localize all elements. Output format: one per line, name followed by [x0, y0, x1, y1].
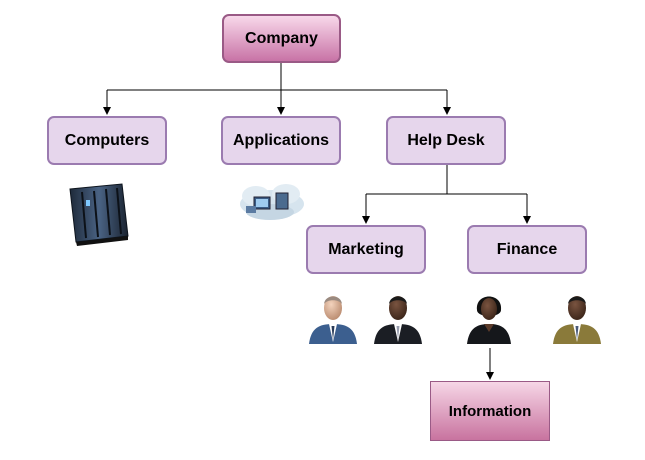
node-applications: Applications [221, 116, 341, 165]
node-computers: Computers [47, 116, 167, 165]
person-icon-marketing-2 [374, 296, 422, 344]
node-finance: Finance [467, 225, 587, 274]
cloud-network-icon [240, 184, 304, 220]
node-help-desk: Help Desk [386, 116, 506, 165]
person-icon-finance-2 [553, 296, 601, 344]
node-company: Company [222, 14, 341, 63]
node-marketing: Marketing [306, 225, 426, 274]
person-icon-marketing-1 [309, 296, 357, 344]
server-rack-icon [69, 183, 129, 246]
connector-company [103, 63, 451, 115]
connector-help-desk [362, 165, 531, 224]
person-icon-finance-1 [467, 296, 511, 344]
node-information: Information [430, 381, 550, 441]
